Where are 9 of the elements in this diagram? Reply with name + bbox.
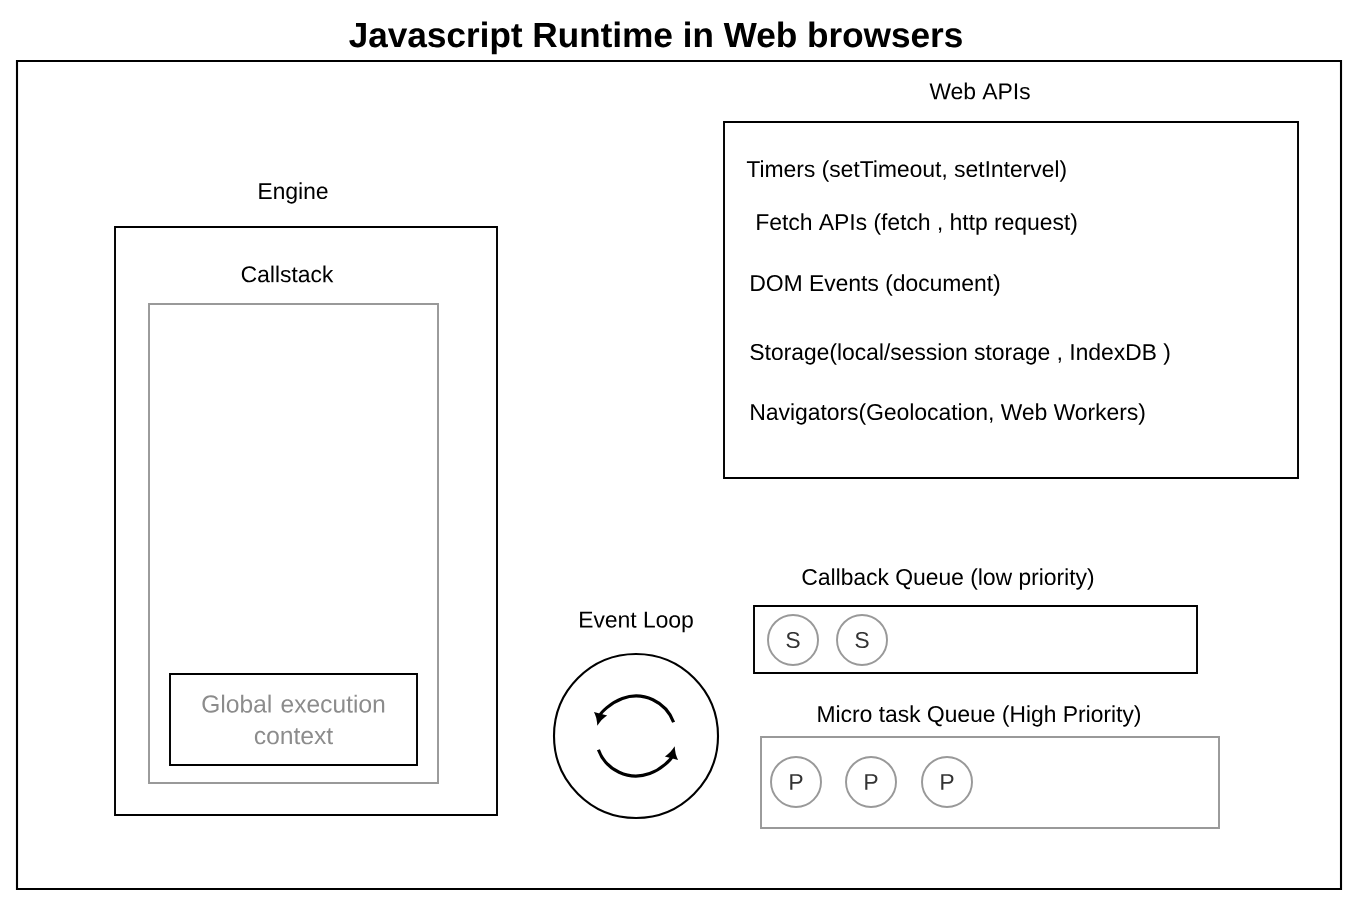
node-label: Callback Queue (low priority) [802,568,1094,590]
node-label: Engine [259,182,328,204]
node-label: Callstack [241,265,334,283]
title: Javascript Runtime in Web browsers [349,21,962,55]
node-label: Event Loop [580,611,693,633]
context-box: Global execution context [169,673,418,766]
web-api-box: Web APIs Timers (setTimeout, setIntervel) Fetch APIs (fetch , http request) DOM Events (document) Storage(local/session storage , IndexDB ) Navigators(Geolocation, Web Workers) [723,82,1299,479]
node-label: Web APIs [929,82,1030,100]
node-label: Micro task Queue (High Priority) [818,705,1141,727]
